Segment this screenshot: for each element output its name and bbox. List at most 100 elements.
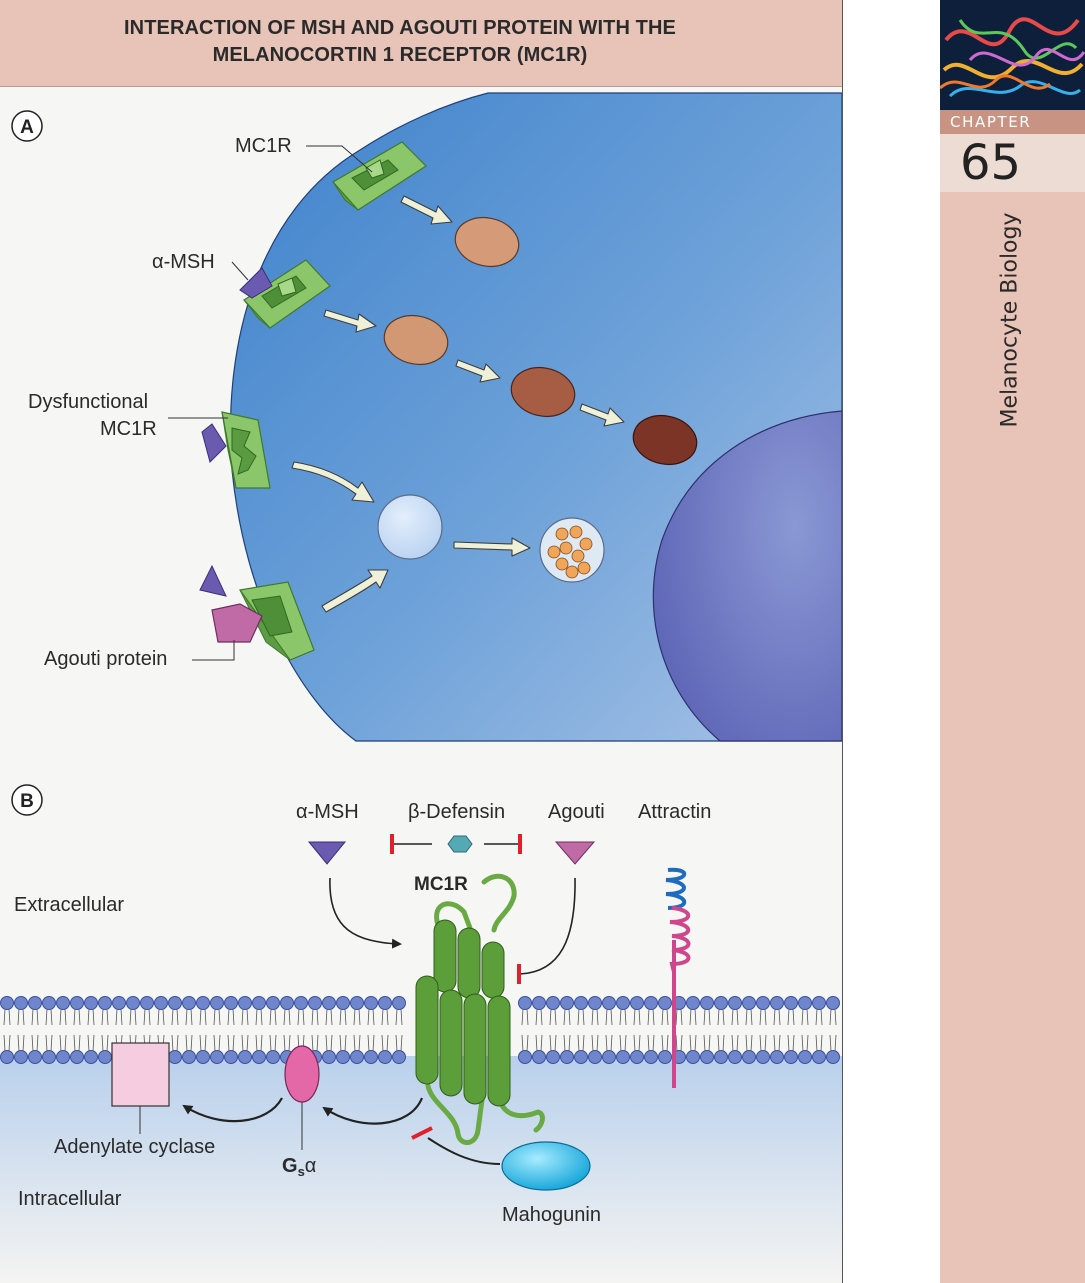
mc1r-agouti-receptor-icon bbox=[238, 581, 315, 661]
lipid-head bbox=[350, 1050, 364, 1064]
lipid-tail bbox=[661, 1034, 669, 1052]
lipid-tail bbox=[213, 1034, 221, 1052]
label-b-msh: α-MSH bbox=[296, 801, 359, 823]
mc1r-7tm-receptor bbox=[415, 873, 545, 1145]
lipid-tail bbox=[255, 1008, 263, 1026]
lipid-tail bbox=[577, 1034, 585, 1052]
lipid-head bbox=[560, 1050, 574, 1064]
lipid-tail bbox=[619, 1034, 627, 1052]
lipid-head bbox=[210, 1050, 224, 1064]
lipid-tail bbox=[87, 1034, 95, 1052]
lipid-head bbox=[70, 996, 84, 1010]
lipid-tail bbox=[185, 1008, 193, 1026]
lipid-head bbox=[756, 996, 770, 1010]
lipid-tail bbox=[381, 1034, 389, 1052]
lipid-bilayer bbox=[0, 996, 840, 1064]
lipid-tail bbox=[801, 1034, 809, 1052]
lipid-tail bbox=[241, 1008, 249, 1026]
lipid-tail bbox=[367, 1008, 375, 1026]
diagram-canvas: MC1R α-MSH Dysfunctio bbox=[0, 92, 842, 1283]
lipid-head bbox=[686, 996, 700, 1010]
lipid-tail bbox=[171, 1008, 179, 1026]
lipid-tail bbox=[73, 1008, 81, 1026]
lipid-tail bbox=[297, 1008, 305, 1026]
mahogunin-inhibition-bar bbox=[411, 1126, 433, 1140]
lipid-tail bbox=[605, 1034, 613, 1052]
lipid-head bbox=[350, 996, 364, 1010]
lipid-head bbox=[812, 996, 826, 1010]
lipid-tail bbox=[815, 1008, 823, 1026]
lipid-tail bbox=[213, 1008, 221, 1026]
alpha-msh-icon bbox=[239, 267, 273, 299]
lipid-tail bbox=[395, 1008, 403, 1026]
lipid-head bbox=[336, 996, 350, 1010]
lipid-tail bbox=[87, 1008, 95, 1026]
lipid-head bbox=[336, 1050, 350, 1064]
lipid-head bbox=[616, 996, 630, 1010]
lipid-head bbox=[42, 996, 56, 1010]
gs-alpha-icon bbox=[284, 1045, 320, 1103]
lipid-head bbox=[742, 996, 756, 1010]
lipid-head bbox=[546, 996, 560, 1010]
lipid-tail bbox=[227, 1008, 235, 1026]
badge-a-text: A bbox=[20, 117, 34, 138]
lipid-head bbox=[238, 1050, 252, 1064]
lipid-head bbox=[294, 996, 308, 1010]
alpha-msh-ligand-icon bbox=[307, 841, 347, 865]
lipid-tail bbox=[171, 1034, 179, 1052]
lipid-head bbox=[630, 1050, 644, 1064]
lipid-tail bbox=[31, 1034, 39, 1052]
lipid-head bbox=[322, 996, 336, 1010]
label-b-gsa: Gsα bbox=[282, 1155, 316, 1179]
lipid-tail bbox=[549, 1008, 557, 1026]
lipid-head bbox=[770, 1050, 784, 1064]
lipid-tail bbox=[339, 1008, 347, 1026]
badge-b-text: B bbox=[20, 791, 34, 812]
lipid-head bbox=[532, 996, 546, 1010]
chapter-label: CHAPTER bbox=[940, 110, 1085, 134]
dysfunctional-mc1r-icon bbox=[221, 411, 271, 489]
lipid-head bbox=[392, 1050, 406, 1064]
lipid-tail bbox=[689, 1034, 697, 1052]
lipid-tail bbox=[59, 1008, 67, 1026]
figure-title-line-2: MELANOCORTIN 1 RECEPTOR (MC1R) bbox=[212, 44, 588, 66]
lipid-head bbox=[196, 1050, 210, 1064]
lipid-head bbox=[728, 996, 742, 1010]
lipid-tail bbox=[115, 1008, 123, 1026]
lipid-tail bbox=[619, 1008, 627, 1026]
panel-b-badge: B bbox=[11, 784, 43, 816]
lipid-head bbox=[0, 1050, 14, 1064]
lipid-tail bbox=[717, 1008, 725, 1026]
lipid-head bbox=[224, 996, 238, 1010]
lipid-tail bbox=[31, 1008, 39, 1026]
lipid-head bbox=[686, 1050, 700, 1064]
lipid-tail bbox=[45, 1034, 53, 1052]
lipid-head bbox=[84, 1050, 98, 1064]
lipid-tail bbox=[647, 1034, 655, 1052]
nucleus bbox=[652, 410, 842, 742]
lipid-tail bbox=[675, 1008, 683, 1026]
lipid-head bbox=[378, 1050, 392, 1064]
lipid-tail bbox=[129, 1008, 137, 1026]
lipid-tail bbox=[339, 1034, 347, 1052]
lipid-tail bbox=[759, 1008, 767, 1026]
panel-a: MC1R α-MSH Dysfunctio bbox=[11, 92, 842, 742]
lipid-head bbox=[644, 996, 658, 1010]
lipid-head bbox=[812, 1050, 826, 1064]
lipid-head bbox=[714, 1050, 728, 1064]
lipid-head bbox=[560, 996, 574, 1010]
label-a-dysfunctional-1: Dysfunctional bbox=[28, 391, 148, 413]
arrow-a4 bbox=[579, 403, 625, 427]
lipid-tail bbox=[773, 1034, 781, 1052]
lipid-head bbox=[518, 1050, 532, 1064]
lipid-tail bbox=[829, 1008, 837, 1026]
lipid-head bbox=[602, 1050, 616, 1064]
label-a-msh: α-MSH bbox=[152, 251, 215, 273]
lipid-head bbox=[616, 1050, 630, 1064]
mc1r-receptor-icon bbox=[332, 141, 427, 211]
lipid-tail bbox=[731, 1034, 739, 1052]
lipid-head bbox=[588, 996, 602, 1010]
lipid-head bbox=[784, 1050, 798, 1064]
lipid-tail bbox=[283, 1034, 291, 1052]
chapter-title: Melanocyte Biology bbox=[997, 212, 1023, 428]
